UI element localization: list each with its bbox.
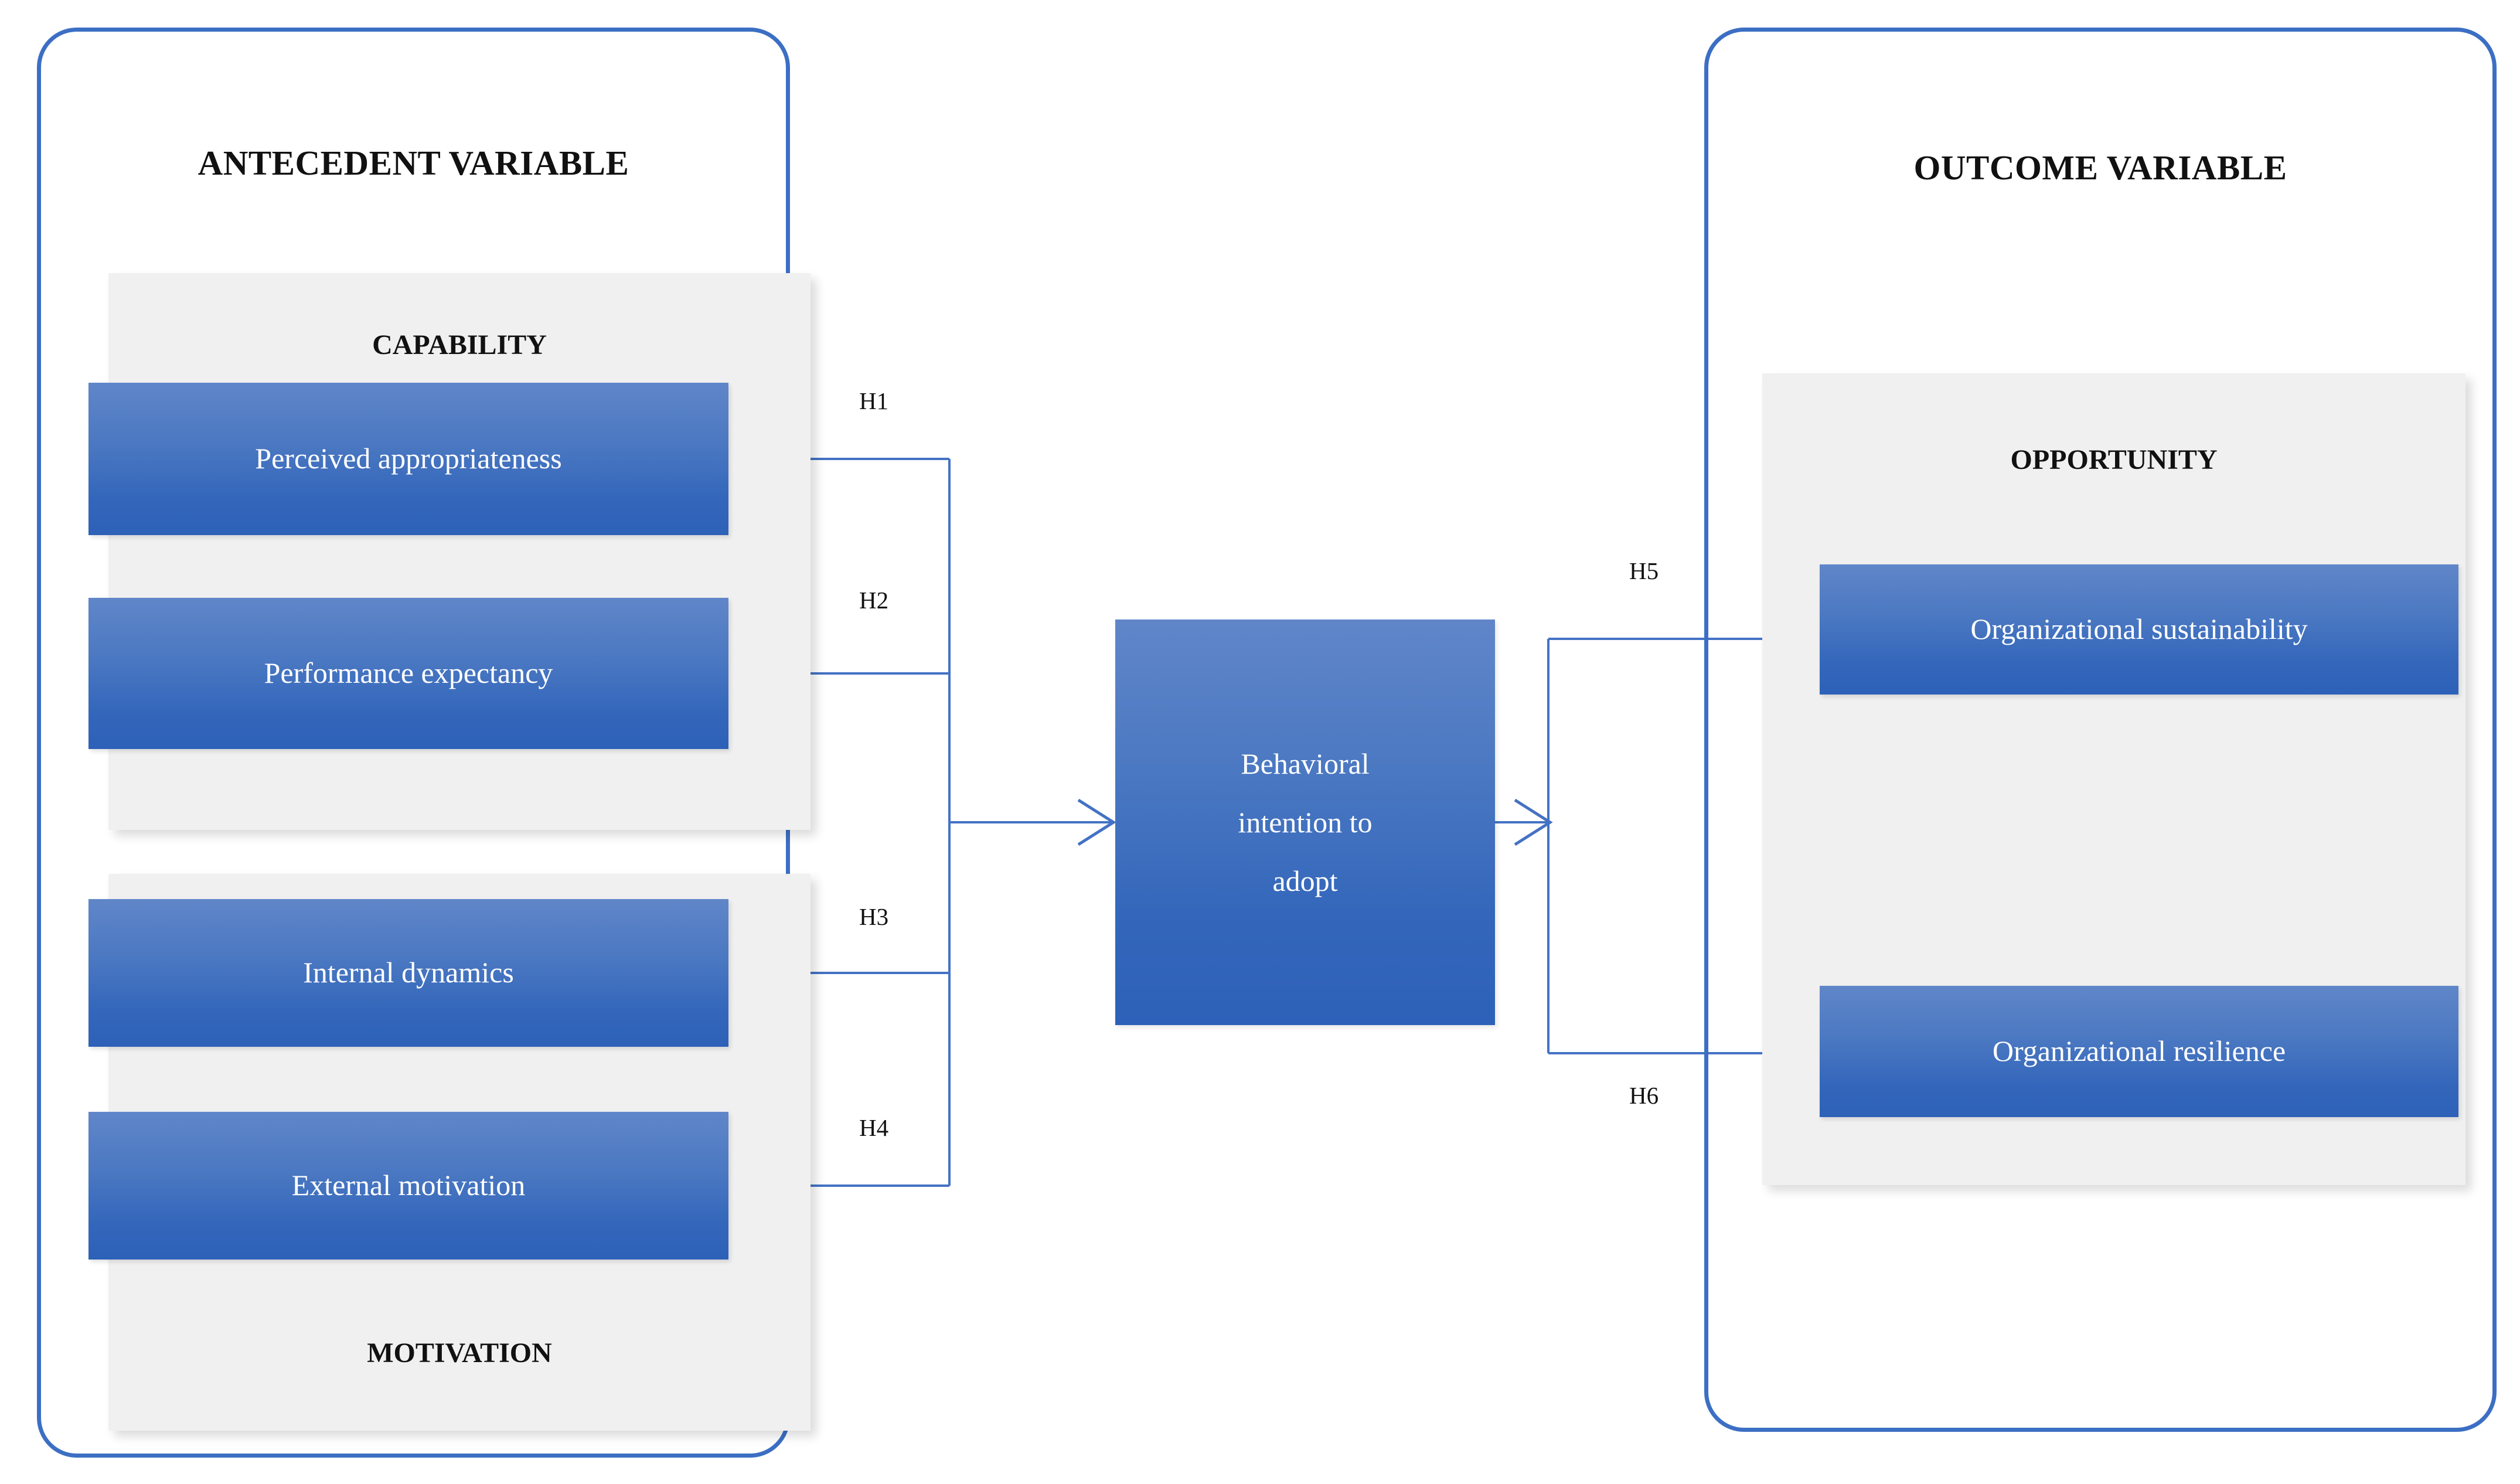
capability-group-title: CAPABILITY [372, 329, 547, 360]
hypothesis-label-h1: H1 [859, 387, 889, 414]
hypothesis-label-h5: H5 [1629, 557, 1659, 584]
variable-box-organizational-sustainability[interactable]: Organizational sustainability [1820, 564, 2458, 695]
mediator-label-line-3: adopt [1272, 864, 1338, 897]
mediator-label-line-1: Behavioral [1241, 747, 1370, 780]
arrowhead-right [1514, 798, 1553, 846]
outcome-variable-title: OUTCOME VARIABLE [1913, 148, 2287, 187]
variable-box-perceived-appropriateness[interactable]: Perceived appropriateness [88, 383, 728, 535]
hypothesis-label-h4: H4 [859, 1114, 889, 1141]
hypothesis-label-h2: H2 [859, 587, 889, 614]
mediator-label-line-2: intention to [1238, 806, 1373, 839]
variable-box-organizational-resilience[interactable]: Organizational resilience [1820, 986, 2458, 1117]
variable-box-performance-expectancy[interactable]: Performance expectancy [88, 598, 728, 749]
variable-box-internal-dynamics[interactable]: Internal dynamics [88, 899, 728, 1047]
arrowhead-left [1077, 798, 1116, 846]
antecedent-variable-title: ANTECEDENT VARIABLE [197, 144, 629, 182]
variable-box-external-motivation[interactable]: External motivation [88, 1112, 728, 1260]
opportunity-group-title: OPPORTUNITY [2010, 444, 2218, 475]
hypothesis-label-h6: H6 [1629, 1082, 1659, 1109]
mediator-box-behavioral-intention-to-adopt[interactable]: Behavioral intention to adopt [1115, 620, 1495, 1025]
outcome-variable-container: OUTCOME VARIABLE [1704, 28, 2497, 1432]
motivation-group-title: MOTIVATION [367, 1337, 552, 1369]
hypothesis-label-h3: H3 [859, 903, 889, 930]
